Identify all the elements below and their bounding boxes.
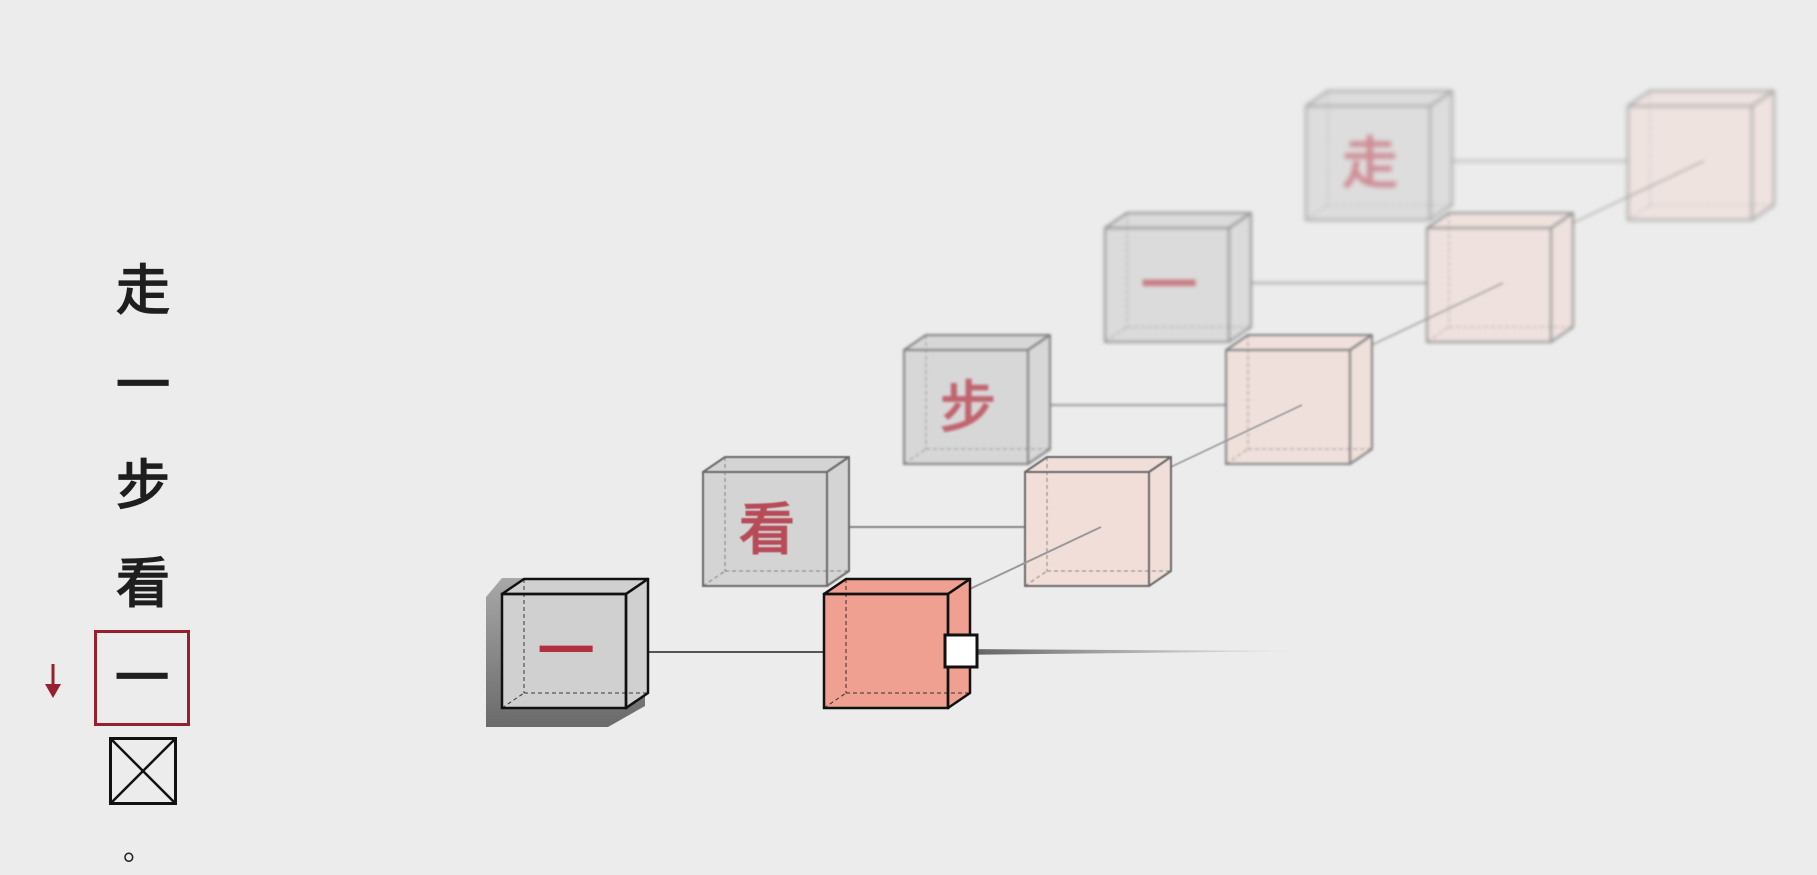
input-cube-1 bbox=[500, 577, 650, 710]
sentence-char-1: 走 bbox=[116, 258, 170, 322]
input-cube-char-3: 步 bbox=[940, 375, 996, 441]
crossed-box-icon bbox=[109, 737, 177, 805]
cube-row-1: 一 bbox=[500, 526, 1102, 710]
sentence-char-3: 步 bbox=[116, 453, 170, 517]
hidden-cube-5 bbox=[1627, 90, 1775, 221]
input-cube-char-5: 走 bbox=[1342, 131, 1398, 197]
sentence-column: 走 一 步 看 一 。 bbox=[0, 0, 260, 875]
sentence-char-2: 一 bbox=[116, 353, 170, 417]
sentence-char-4: 看 bbox=[116, 551, 170, 615]
cube-row-4: 一 bbox=[1104, 160, 1705, 343]
input-cube-char-1: 一 bbox=[538, 619, 594, 685]
period: 。 bbox=[123, 833, 153, 868]
hidden-cube-4 bbox=[1426, 212, 1574, 343]
current-char-box bbox=[94, 630, 190, 726]
cube-row-2: 看 bbox=[702, 404, 1303, 587]
hidden-cube-3 bbox=[1225, 334, 1373, 465]
input-cube-char-4: 一 bbox=[1141, 253, 1197, 319]
input-cube-5 bbox=[1305, 90, 1453, 221]
input-cube-char-2: 看 bbox=[739, 497, 795, 563]
cube-row-3: 步 bbox=[903, 282, 1504, 465]
down-arrow-icon bbox=[45, 664, 61, 698]
output-port bbox=[943, 633, 979, 669]
cube-row-5: 走 bbox=[1305, 90, 1775, 221]
input-cube-4 bbox=[1104, 212, 1252, 343]
input-cube-2 bbox=[702, 456, 850, 587]
current-char: 一 bbox=[115, 646, 169, 710]
hidden-cube-2 bbox=[1024, 456, 1172, 587]
input-cube-3 bbox=[903, 334, 1051, 465]
output-connection bbox=[950, 649, 1305, 655]
